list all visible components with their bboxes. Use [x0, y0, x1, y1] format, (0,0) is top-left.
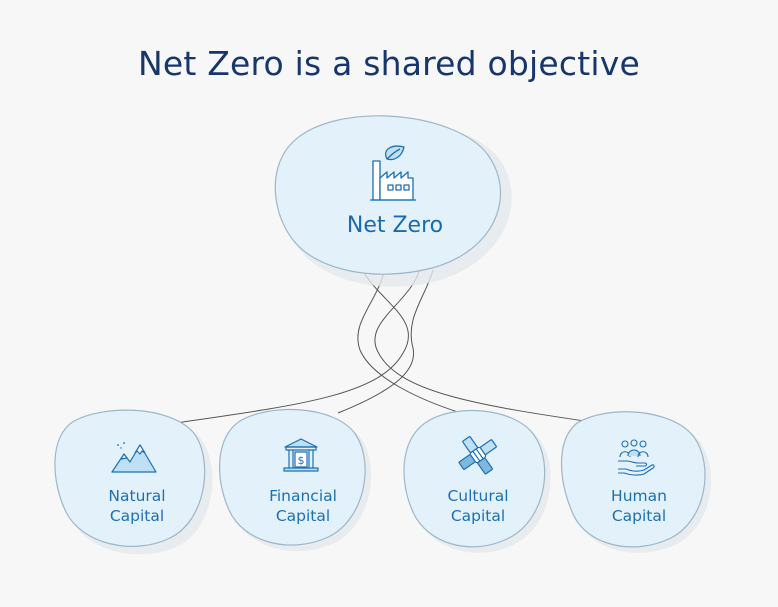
natural-capital-label: Natural Capital [67, 486, 207, 526]
braid-line-cultural [357, 267, 462, 414]
human-capital-node-blob [561, 411, 706, 548]
braid-line-financial [337, 269, 434, 414]
natural-capital-label-line1: Natural [108, 487, 166, 505]
financial-capital-node-blob [219, 408, 366, 546]
people-hand-icon [618, 439, 655, 476]
mountains-icon [111, 442, 157, 473]
cultural-capital-label-line2: Capital [450, 507, 506, 526]
human-capital-node [561, 411, 712, 553]
cultural-capital-node [403, 409, 551, 553]
hands-together-icon [458, 436, 497, 475]
svg-text:$: $ [298, 454, 305, 467]
braid-line-natural [175, 264, 409, 424]
net-zero-node [274, 115, 512, 287]
human-capital-label-line2: Capital [611, 507, 667, 526]
human-capital-label-line1: Human [611, 487, 667, 505]
cultural-capital-node-blob [403, 409, 546, 548]
natural-capital-node-blob [54, 409, 206, 547]
braid-connectors [175, 264, 599, 424]
financial-capital-label: Financial Capital [233, 486, 373, 526]
factory-leaf-icon [370, 145, 416, 201]
diagram-title: Net Zero is a shared objective [137, 44, 640, 83]
bank-icon: $ [283, 438, 319, 472]
financial-capital-label-line1: Financial [269, 487, 337, 505]
human-capital-label: Human Capital [569, 486, 709, 526]
cultural-capital-label-line1: Cultural [447, 487, 509, 505]
braid-line-human [374, 267, 599, 424]
financial-capital-node [219, 408, 372, 552]
cultural-capital-label: Cultural Capital [408, 486, 548, 526]
natural-capital-label-line2: Capital [109, 507, 165, 526]
financial-capital-label-line2: Capital [275, 507, 331, 526]
net-zero-label: Net Zero [346, 213, 444, 238]
natural-capital-node [54, 409, 213, 555]
